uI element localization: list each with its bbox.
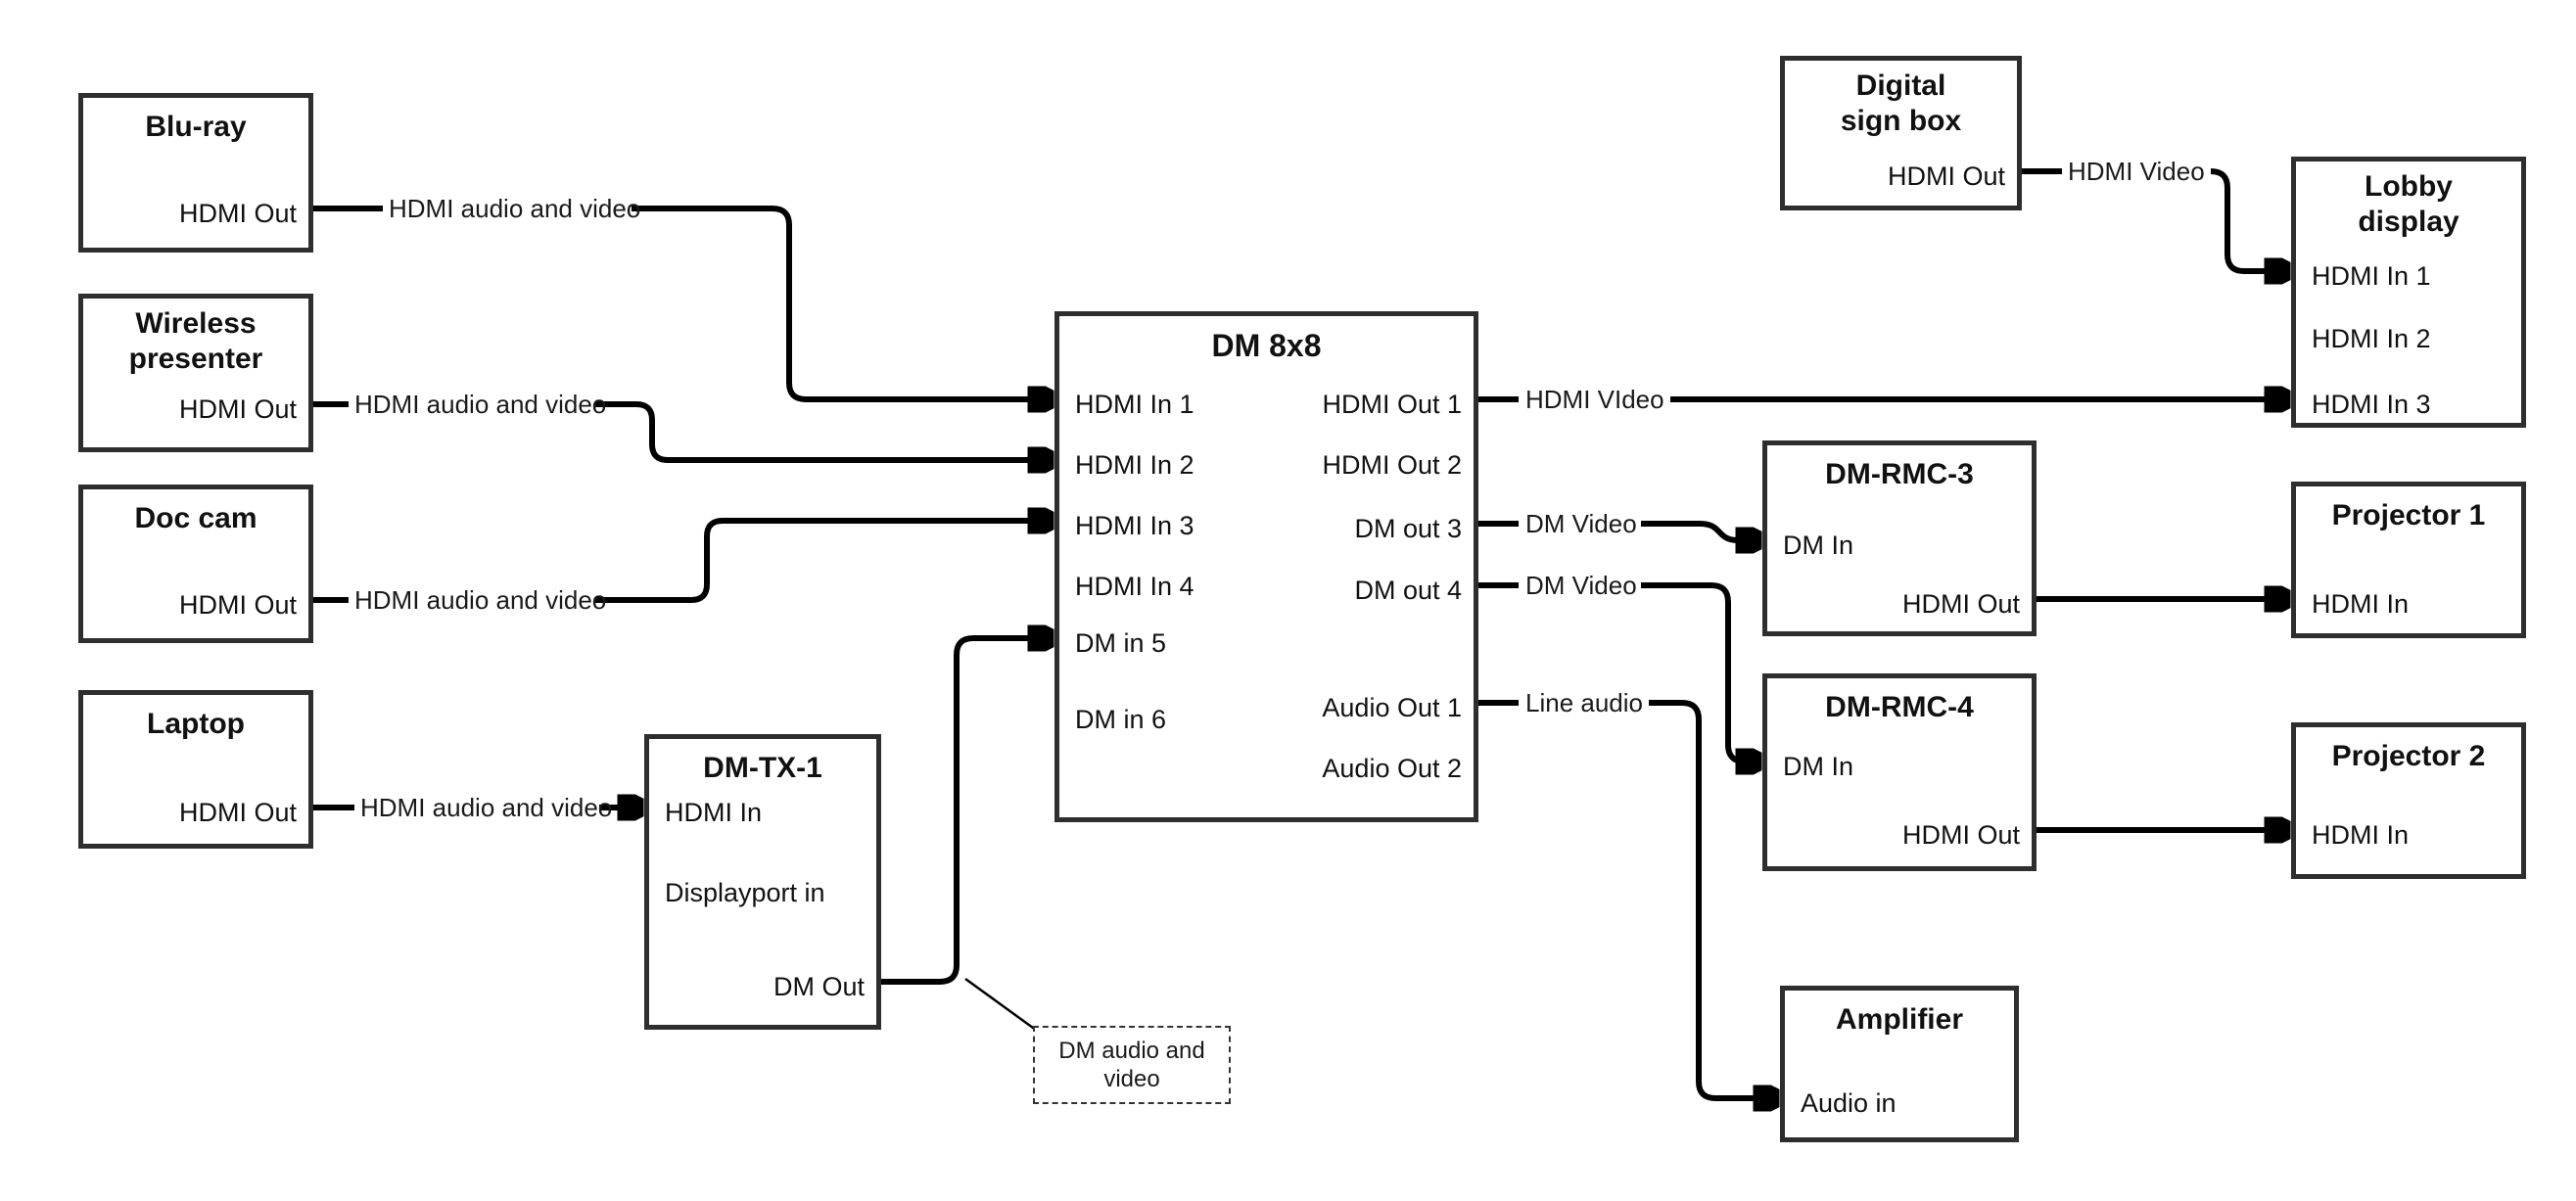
port-dm8x8-audio-out-1: Audio Out 1 (1322, 693, 1462, 722)
wire-label-wireless: HDMI audio and video (354, 390, 607, 419)
port-dmtx1-hdmi-in: HDMI In (665, 798, 763, 827)
port-dmtx1-dm-out: DM Out (773, 972, 865, 1001)
port-rmc3-hdmi-out: HDMI Out (1901, 589, 2020, 619)
node-amplifier: Amplifier Audio in (1780, 986, 2019, 1142)
node-doc-cam-title: Doc cam (134, 502, 258, 534)
port-lobby-hdmi-in-2: HDMI In 2 (2312, 324, 2431, 353)
port-amp-audio-in: Audio in (1801, 1088, 1897, 1118)
port-lobby-hdmi-in-3: HDMI In 3 (2312, 390, 2431, 419)
node-lobby-display: Lobby display HDMI In 1 HDMI In 2 HDMI I… (2291, 157, 2526, 428)
wire-label-digisign: HDMI Video (2068, 157, 2205, 186)
node-proj1-title: Projector 1 (2331, 499, 2486, 531)
wire-dm-out-4-to-rmc4 (1641, 582, 1759, 762)
port-dm8x8-hdmi-in-4: HDMI In 4 (1075, 572, 1194, 601)
port-bluray-hdmi-out: HDMI Out (178, 199, 297, 228)
wire-label-line-audio: Line audio (1525, 688, 1643, 717)
wire-label-dm-video-4: DM Video (1525, 571, 1637, 600)
node-laptop: Laptop HDMI Out (78, 690, 313, 849)
port-dm8x8-hdmi-out-1: HDMI Out 1 (1322, 390, 1462, 419)
wire-dmtx1-to-dm-in-5 (881, 638, 1052, 985)
wire-label-dm-video-3: DM Video (1525, 509, 1637, 538)
port-dm8x8-dm-in-5: DM in 5 (1075, 628, 1167, 658)
node-proj2-title: Projector 2 (2331, 740, 2486, 772)
wire-dm-out-3-to-rmc3 (1641, 521, 1759, 540)
note-leader-line (964, 977, 1045, 1038)
node-wireless-presenter: Wireless presenter HDMI Out (78, 294, 313, 452)
wire-doccam-to-hdmi-in-3 (595, 521, 1052, 603)
port-lobby-hdmi-in-1: HDMI In 1 (2312, 261, 2431, 291)
node-dm-8x8: DM 8x8 HDMI In 1 HDMI In 2 HDMI In 3 HDM… (1054, 311, 1478, 822)
node-projector-1: Projector 1 HDMI In (2291, 482, 2526, 638)
node-rmc3-title: DM-RMC-3 (1825, 458, 1974, 490)
annotation-dm-audio-video: DM audio and video (1033, 1026, 1231, 1104)
node-doc-cam: Doc cam HDMI Out (78, 485, 313, 643)
port-proj2-hdmi-in: HDMI In (2312, 820, 2410, 850)
port-laptop-hdmi-out: HDMI Out (178, 798, 297, 827)
wire-label-laptop: HDMI audio and video (360, 793, 613, 822)
wire-digisign-to-lobby (2210, 168, 2288, 271)
port-doccam-hdmi-out: HDMI Out (178, 590, 297, 620)
port-rmc3-dm-in: DM In (1783, 531, 1854, 560)
port-dm8x8-dm-out-3: DM out 3 (1354, 514, 1462, 543)
wire-wireless-to-hdmi-in-2 (595, 401, 1052, 460)
wire-label-hdmi-video-lobby: HDMI VIdeo (1525, 385, 1664, 414)
port-dm8x8-dm-out-4: DM out 4 (1354, 576, 1462, 605)
node-wireless-title: Wireless presenter (128, 307, 263, 375)
port-rmc4-dm-in: DM In (1783, 752, 1854, 781)
node-lobby-title: Lobby display (2358, 170, 2459, 238)
node-dm-rmc-3: DM-RMC-3 DM In HDMI Out (1762, 440, 2037, 636)
port-proj1-hdmi-in: HDMI In (2312, 589, 2410, 619)
node-laptop-title: Laptop (147, 708, 245, 740)
port-dmtx1-displayport-in: Displayport in (665, 878, 825, 907)
wire-label-doccam: HDMI audio and video (354, 585, 607, 615)
node-dm-tx-1-title: DM-TX-1 (703, 752, 822, 784)
node-bluray: Blu-ray HDMI Out (78, 93, 313, 253)
port-wireless-hdmi-out: HDMI Out (178, 394, 297, 424)
port-digisign-hdmi-out: HDMI Out (1887, 162, 2005, 191)
port-dm8x8-dm-in-6: DM in 6 (1075, 705, 1167, 734)
node-rmc4-title: DM-RMC-4 (1825, 691, 1974, 723)
node-dm-rmc-4: DM-RMC-4 DM In HDMI Out (1762, 673, 2037, 871)
port-dm8x8-audio-out-2: Audio Out 2 (1322, 754, 1462, 783)
node-dm-8x8-title: DM 8x8 (1211, 328, 1322, 363)
node-bluray-title: Blu-ray (145, 111, 247, 143)
port-dm8x8-hdmi-out-2: HDMI Out 2 (1322, 450, 1462, 480)
node-digital-sign-box: Digital sign box HDMI Out (1780, 56, 2022, 210)
wire-bluray-to-hdmi-in-1 (632, 206, 1052, 399)
wire-audio-out-1-to-amp (1649, 700, 1777, 1098)
node-projector-2: Projector 2 HDMI In (2291, 722, 2526, 879)
port-dm8x8-hdmi-in-2: HDMI In 2 (1075, 450, 1194, 480)
port-rmc4-hdmi-out: HDMI Out (1901, 820, 2020, 850)
node-amp-title: Amplifier (1835, 1003, 1964, 1036)
node-digisign-title: Digital sign box (1840, 69, 1962, 137)
port-dm8x8-hdmi-in-1: HDMI In 1 (1075, 390, 1194, 419)
node-dm-tx-1: DM-TX-1 HDMI In Displayport in DM Out (644, 734, 881, 1030)
wire-label-bluray: HDMI audio and video (389, 194, 641, 223)
port-dm8x8-hdmi-in-3: HDMI In 3 (1075, 511, 1194, 540)
